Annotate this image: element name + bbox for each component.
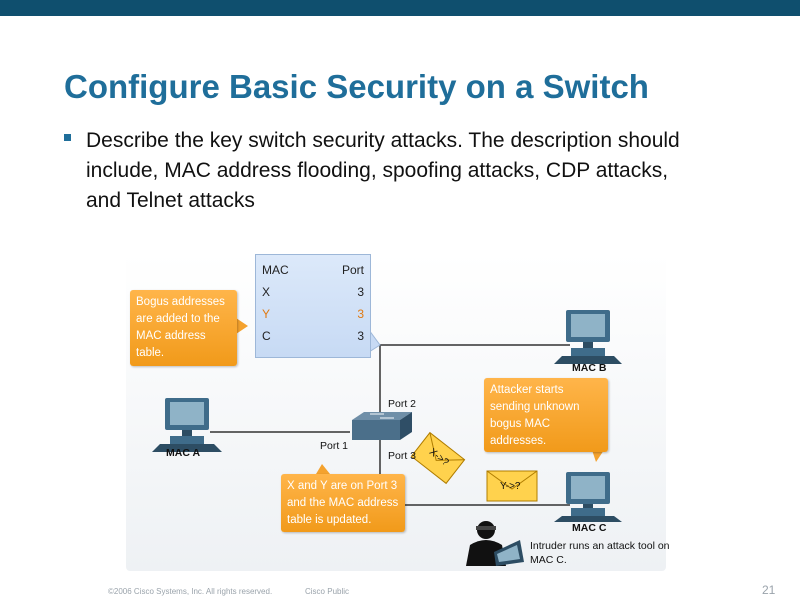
mac-table-row: C 3 [262, 329, 364, 349]
intruder-icon [466, 521, 524, 566]
mac-cell: C [262, 329, 271, 343]
mac-table-row-highlighted: Y 3 [262, 307, 364, 327]
switch-icon [352, 412, 412, 440]
envelope-y-icon [486, 470, 538, 502]
port-cell: 3 [357, 307, 364, 321]
mac-table-row: X 3 [262, 285, 364, 305]
label-mac-b: MAC B [572, 362, 607, 374]
port-cell: 3 [357, 285, 364, 299]
callout-bogus-tail [236, 318, 248, 334]
mac-cell: Y [262, 307, 271, 321]
callout-attacker-sends: Attacker starts sending unknown bogus MA… [484, 378, 608, 452]
envelope-x-icon [410, 431, 466, 485]
mac-column-header: MAC [262, 263, 289, 277]
mac-address-table: MAC Port X 3 Y 3 C 3 [255, 254, 371, 358]
mac-cell: X [262, 285, 271, 299]
label-port-1: Port 1 [320, 440, 349, 452]
intruder-caption: Intruder runs an attack tool on MAC C. [530, 540, 670, 566]
slide-title: Configure Basic Security on a Switch [64, 68, 649, 105]
label-port-2: Port 2 [388, 398, 417, 410]
label-mac-a: MAC A [166, 447, 201, 459]
pc-mac-a-icon [152, 398, 222, 452]
envelope-y-label: Y->? [500, 481, 521, 492]
port-cell: 3 [357, 329, 364, 343]
label-mac-c: MAC C [572, 522, 607, 534]
top-banner [0, 0, 800, 16]
bullet-text: Describe the key switch security attacks… [86, 129, 680, 212]
page-number: 21 [762, 583, 776, 597]
callout-ports-updated: X and Y are on Port 3 and the MAC addres… [281, 474, 405, 532]
pc-mac-b-icon [554, 310, 622, 364]
mac-table-header: MAC Port [262, 263, 364, 283]
footer-classification: Cisco Public [305, 587, 350, 596]
bullet-square-icon [64, 134, 71, 141]
label-port-3: Port 3 [388, 450, 417, 462]
port-column-header: Port [341, 263, 364, 277]
footer-copyright: ©2006 Cisco Systems, Inc. All rights res… [108, 587, 273, 596]
callout-xy-tail [316, 464, 330, 474]
callout-bogus-addresses: Bogus addresses are added to the MAC add… [130, 290, 237, 366]
callout-attacker-tail [592, 450, 604, 462]
pc-mac-c-icon [554, 472, 622, 522]
